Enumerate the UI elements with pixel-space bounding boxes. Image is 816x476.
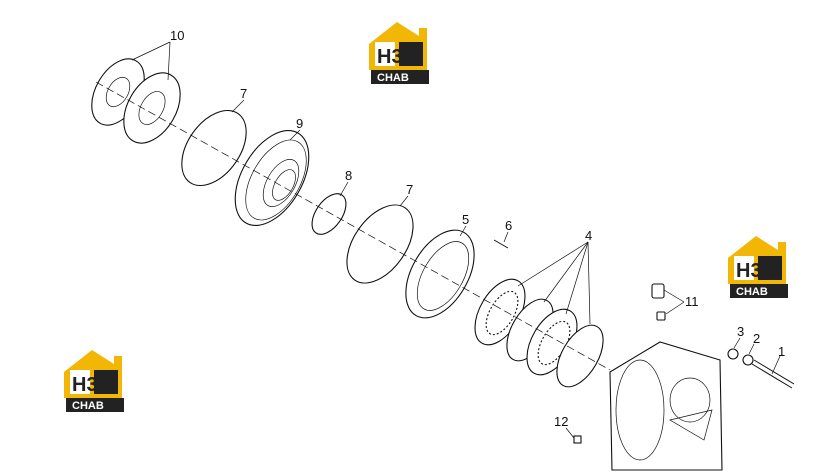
part-6-pin bbox=[493, 239, 509, 249]
logo-subtitle: CHAB bbox=[377, 72, 409, 84]
callout-5: 5 bbox=[462, 212, 469, 227]
callout-7-lower: 7 bbox=[406, 182, 413, 197]
callout-12: 12 bbox=[554, 414, 568, 429]
callout-9: 9 bbox=[296, 116, 303, 131]
part-10-washers bbox=[91, 58, 181, 144]
part-2-nut bbox=[742, 354, 754, 366]
callout-4: 4 bbox=[585, 228, 592, 243]
logo-letters: H3 bbox=[377, 46, 403, 68]
part-11-fittings bbox=[651, 283, 666, 321]
logo-right: H3 CHAB bbox=[728, 236, 788, 298]
part-8-oring bbox=[311, 193, 347, 235]
part-1-bolt bbox=[751, 359, 795, 389]
logo-left: H3 CHAB bbox=[64, 350, 124, 412]
part-5-plate bbox=[405, 229, 475, 319]
logo-subtitle: CHAB bbox=[72, 400, 104, 412]
callout-2: 2 bbox=[753, 331, 760, 346]
callout-3: 3 bbox=[737, 324, 744, 339]
housing bbox=[609, 341, 723, 471]
logo-letters: H3 bbox=[736, 260, 762, 282]
part-3-washer bbox=[727, 348, 739, 360]
part-9-piston bbox=[234, 129, 310, 227]
callout-1: 1 bbox=[778, 344, 785, 359]
centerline bbox=[95, 81, 611, 371]
part-4-discs bbox=[474, 278, 604, 388]
callout-10: 10 bbox=[170, 28, 184, 43]
logo-letters: H3 bbox=[72, 374, 98, 396]
callout-7-upper: 7 bbox=[240, 86, 247, 101]
leader-lines bbox=[131, 41, 781, 439]
logo-top: H3 CHAB bbox=[369, 22, 429, 84]
callout-6: 6 bbox=[505, 218, 512, 233]
part-12-plug bbox=[573, 435, 582, 444]
callout-8: 8 bbox=[345, 168, 352, 183]
callout-11: 11 bbox=[685, 294, 699, 309]
logo-subtitle: CHAB bbox=[736, 286, 768, 298]
